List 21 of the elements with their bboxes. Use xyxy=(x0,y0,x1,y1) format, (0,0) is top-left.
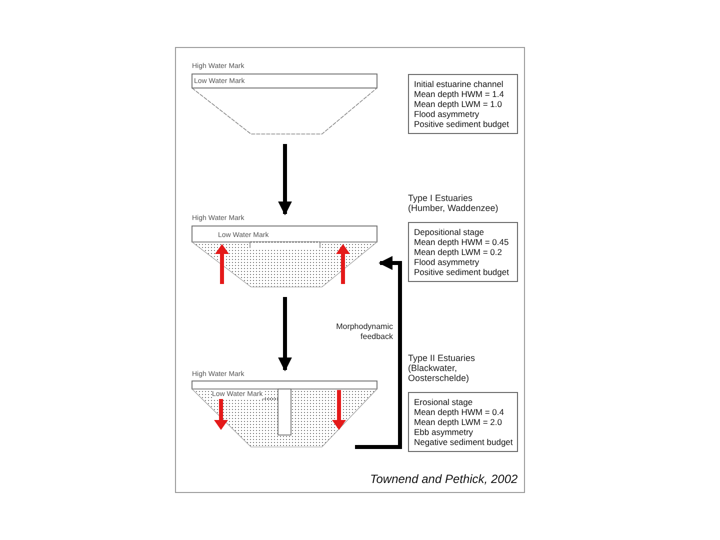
arrow xyxy=(278,297,292,372)
info-line: Flood asymmetry xyxy=(414,257,480,267)
info-line: Erosional stage xyxy=(414,397,474,407)
info-line: Mean depth HWM = 0.45 xyxy=(414,237,510,247)
info-line: Mean depth LWM = 1.0 xyxy=(414,99,503,109)
info-line: Depositional stage xyxy=(414,227,485,237)
info-line: Positive sediment budget xyxy=(414,267,510,277)
info-line: Mean depth HWM = 1.4 xyxy=(414,89,506,99)
estuary-type-heading: Type I Estuaries (Humber, Waddenzee) xyxy=(408,193,500,213)
arrow xyxy=(278,144,292,216)
info-line: Mean depth LWM = 0.2 xyxy=(414,247,503,257)
arrow xyxy=(355,256,402,449)
info-line: Flood asymmetry xyxy=(414,109,480,119)
caption: Townend and Pethick, 2002 xyxy=(370,471,518,488)
info-line: Positive sediment budget xyxy=(414,119,510,129)
estuary-type-heading: Type II Estuaries (Blackwater, Oosterschelde) xyxy=(408,353,476,383)
info-line: Negative sediment budget xyxy=(414,437,512,447)
info-line: Initial estuarine channel xyxy=(414,79,504,89)
info-line: Mean depth HWM = 0.4 xyxy=(414,407,506,417)
info-line: Ebb asymmetry xyxy=(414,427,474,437)
info-line: Mean depth LWM = 2.0 xyxy=(414,417,503,427)
